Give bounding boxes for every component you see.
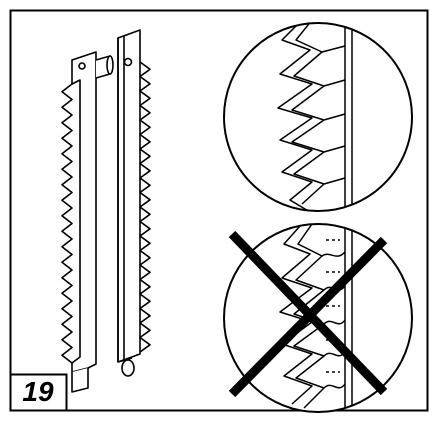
figure-number-box <box>9 373 68 412</box>
detail-correct-mesh <box>223 22 413 212</box>
cross-mark <box>228 230 388 398</box>
figure-number: 19 <box>22 376 54 407</box>
gear-rack-left <box>61 51 114 393</box>
gear-rack-right <box>117 29 151 377</box>
detail-incorrect-mesh <box>223 223 413 413</box>
figure-frame <box>9 9 429 412</box>
